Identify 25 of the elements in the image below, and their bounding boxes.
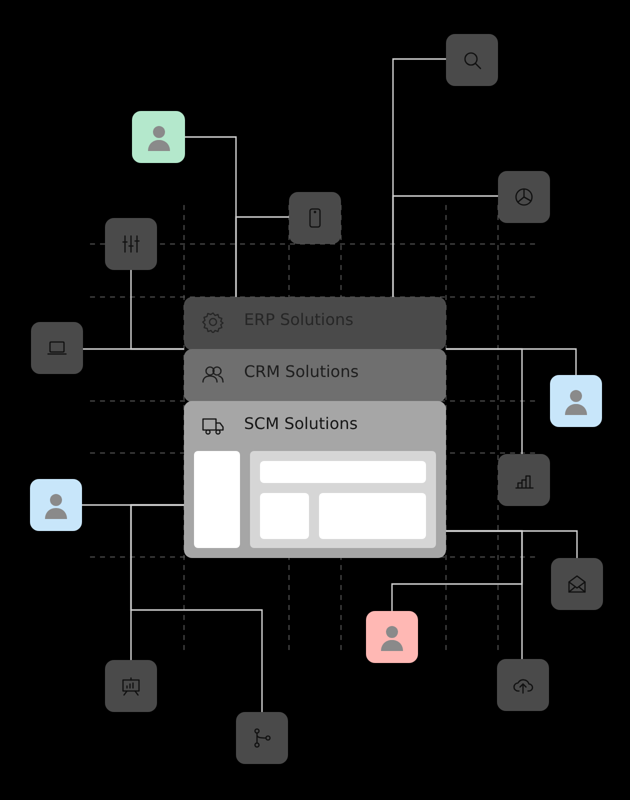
- icon-tile: [497, 659, 549, 711]
- connector-line: [83, 348, 184, 350]
- icon-tile: [236, 712, 288, 764]
- icon-tile: [105, 218, 157, 270]
- icon-tile: [289, 192, 341, 244]
- band-title: CRM Solutions: [244, 362, 359, 381]
- avatar-tile: [30, 479, 82, 531]
- solution-band: [184, 297, 446, 350]
- icon-tile: [31, 322, 83, 374]
- connector-line: [235, 216, 289, 297]
- connector-line: [392, 195, 498, 297]
- avatar-tile: [550, 375, 602, 427]
- solution-band: [184, 401, 446, 558]
- connector-line: [391, 530, 523, 611]
- solution-band: [184, 349, 446, 402]
- connector-line: [446, 348, 523, 454]
- icon-tile: [446, 34, 498, 86]
- icon-tile: [498, 454, 550, 506]
- connector-line: [130, 504, 263, 712]
- band-title: SCM Solutions: [244, 414, 358, 433]
- icon-tile: [551, 558, 603, 610]
- avatar-tile: [366, 611, 418, 663]
- icon-tile: [498, 171, 550, 223]
- avatar-tile: [132, 111, 185, 163]
- icon-tile: [105, 660, 157, 712]
